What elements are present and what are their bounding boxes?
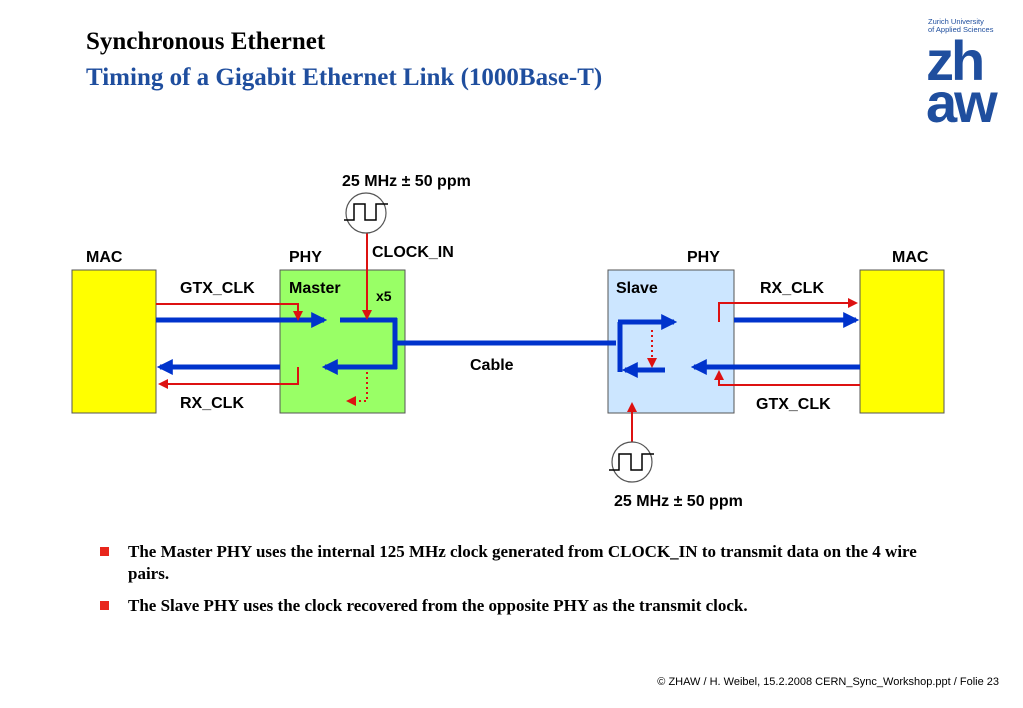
master-label: Master — [289, 280, 341, 297]
mac-right-box — [859, 269, 945, 414]
bullet-text: The Slave PHY uses the clock recovered f… — [128, 596, 748, 615]
osc-bottom-label: 25 MHz ± 50 ppm — [614, 493, 743, 510]
slave-label: Slave — [616, 280, 658, 297]
bullet-marker-icon — [100, 547, 109, 556]
bullet-list: The Master PHY uses the internal 125 MHz… — [100, 541, 920, 627]
rx-clk-left-arrow — [158, 367, 299, 389]
slide-title: Synchronous Ethernet — [86, 28, 326, 55]
cable-label: Cable — [470, 357, 514, 374]
phy-left-label: PHY — [289, 249, 322, 266]
mac-left-box — [71, 269, 157, 414]
master-recovered-clock-dotted — [346, 372, 368, 406]
master-phy-box — [279, 269, 406, 414]
gtx-clk-left-label: GTX_CLK — [180, 280, 255, 297]
logo-mark-top: zh — [926, 29, 985, 92]
logo-text-line2: of Applied Sciences — [928, 25, 994, 34]
oscillator-top-icon — [344, 192, 388, 234]
gtx-clk-left-arrow — [156, 303, 303, 321]
mac-left-label: MAC — [86, 249, 123, 266]
rx-clk-left-label: RX_CLK — [180, 395, 244, 412]
rx-clk-right-arrow — [718, 298, 858, 322]
logo-text-line1: Zurich University — [928, 17, 984, 26]
oscillator-bottom-icon — [609, 441, 654, 483]
slide-subtitle: Timing of a Gigabit Ethernet Link (1000B… — [86, 64, 603, 91]
rx-clk-right-label: RX_CLK — [760, 280, 824, 297]
mac-right-label: MAC — [892, 249, 929, 266]
logo-mark-bottom: aw — [926, 71, 998, 134]
osc-top-label: 25 MHz ± 50 ppm — [342, 173, 471, 190]
bullet-item: The Master PHY uses the internal 125 MHz… — [100, 541, 920, 585]
bullet-text: The Master PHY uses the internal 125 MHz… — [128, 542, 917, 583]
multiplier-label: x5 — [376, 288, 392, 304]
bullet-marker-icon — [100, 601, 109, 610]
phy-right-label: PHY — [687, 249, 720, 266]
footer-text: © ZHAW / H. Weibel, 15.2.2008 CERN_Sync_… — [657, 676, 999, 688]
bullet-item: The Slave PHY uses the clock recovered f… — [100, 595, 920, 617]
clock-in-label: CLOCK_IN — [372, 244, 454, 261]
gtx-clk-right-arrow — [714, 370, 860, 386]
gtx-clk-right-label: GTX_CLK — [756, 396, 831, 413]
